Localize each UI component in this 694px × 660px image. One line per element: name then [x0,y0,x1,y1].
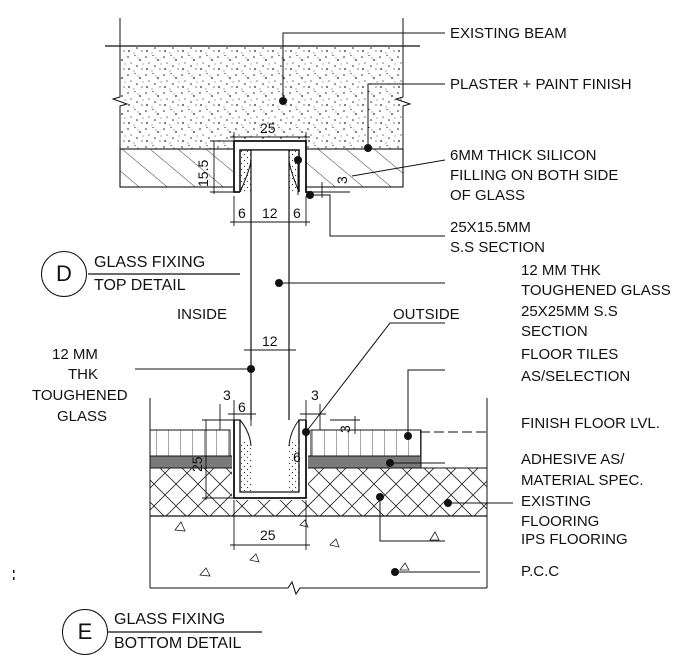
leader-lines [135,32,513,573]
dim-bot-width: 25 [260,527,276,543]
ss-section-label-2: S.S SECTION [450,239,546,256]
bottom-detail-title-2: BOTTOM DETAIL [114,635,242,652]
dim-top-left: 6 [238,205,246,221]
silicon-label-2: FILLING ON BOTH SIDE [450,167,619,184]
plaster-label: PLASTER + PAINT FINISH [450,76,632,93]
top-break-lines [119,18,404,46]
top-detail-title-1: GLASS FIXING [94,254,206,271]
dim-top-glass: 12 [262,205,278,221]
dim-top-width: 25 [260,120,276,136]
existing-flooring-label-1: EXISTING [521,493,592,510]
silicon-label-1: 6MM THICK SILICON [450,147,597,164]
dim-top-height: 15.5 [195,159,211,187]
dim-bot-left-gap: 3 [223,387,231,403]
bottom-ss-label-2: SECTION [521,323,588,340]
silicon-label-3: OF GLASS [450,187,526,204]
dim-bot-right: 6 [293,449,301,465]
dim-mid-glass: 12 [262,333,278,349]
left-glass-label-1: 12 MM [52,346,98,363]
finish-floor-label: FINISH FLOOR LVL. [521,415,660,432]
bottom-dimension-lines [202,400,490,550]
left-glass-label-2: THK [68,366,98,383]
floor-tiles-label-2: AS/SELECTION [521,368,631,385]
detail-d-marker: D [41,251,87,297]
leader-dots [247,97,452,576]
top-detail-title-2: TOP DETAIL [94,277,186,294]
dim-top-right: 6 [293,205,301,221]
bottom-detail-title-1: GLASS FIXING [114,611,226,628]
pcc-label: P.C.C [521,563,560,580]
outside-label: OUTSIDE [393,306,460,323]
stray-mark [13,570,15,580]
toughened-label-1: 12 MM THK [521,262,601,279]
dim-bot-left: 6 [238,399,246,415]
floor-tiles-label-1: FLOOR TILES [521,346,619,363]
top-dimension-lines [210,132,350,351]
ips-flooring-label: IPS FLOORING [521,531,628,548]
left-glass-label-4: GLASS [57,408,108,425]
ss-section-label-1: 25X15.5MM [450,219,531,236]
existing-flooring-label-2: FLOORING [521,513,600,530]
existing-beam-label: EXISTING BEAM [450,25,567,42]
pcc-base [150,519,487,596]
existing-beam [105,45,420,149]
existing-flooring [149,467,488,517]
dim-bot-height: 25 [189,456,205,472]
dim-bot-right-gap: 3 [311,387,319,403]
bottom-ss-label-1: 25X25MM S.S [521,303,618,320]
floor-tiles [149,429,422,457]
dim-bot-gap-v: 3 [337,425,353,433]
adhesive-label-2: MATERIAL SPEC. [521,472,644,489]
bottom-ss-channel [232,419,308,500]
title-underlines [88,273,262,633]
left-glass-label-3: TOUGHENED [32,387,128,404]
adhesive-label-1: ADHESIVE AS/ [521,451,625,468]
inside-label: INSIDE [177,306,228,323]
toughened-label-2: TOUGHENED GLASS [521,282,671,299]
detail-e-marker: E [62,609,108,655]
dim-top-gap: 3 [334,176,350,184]
